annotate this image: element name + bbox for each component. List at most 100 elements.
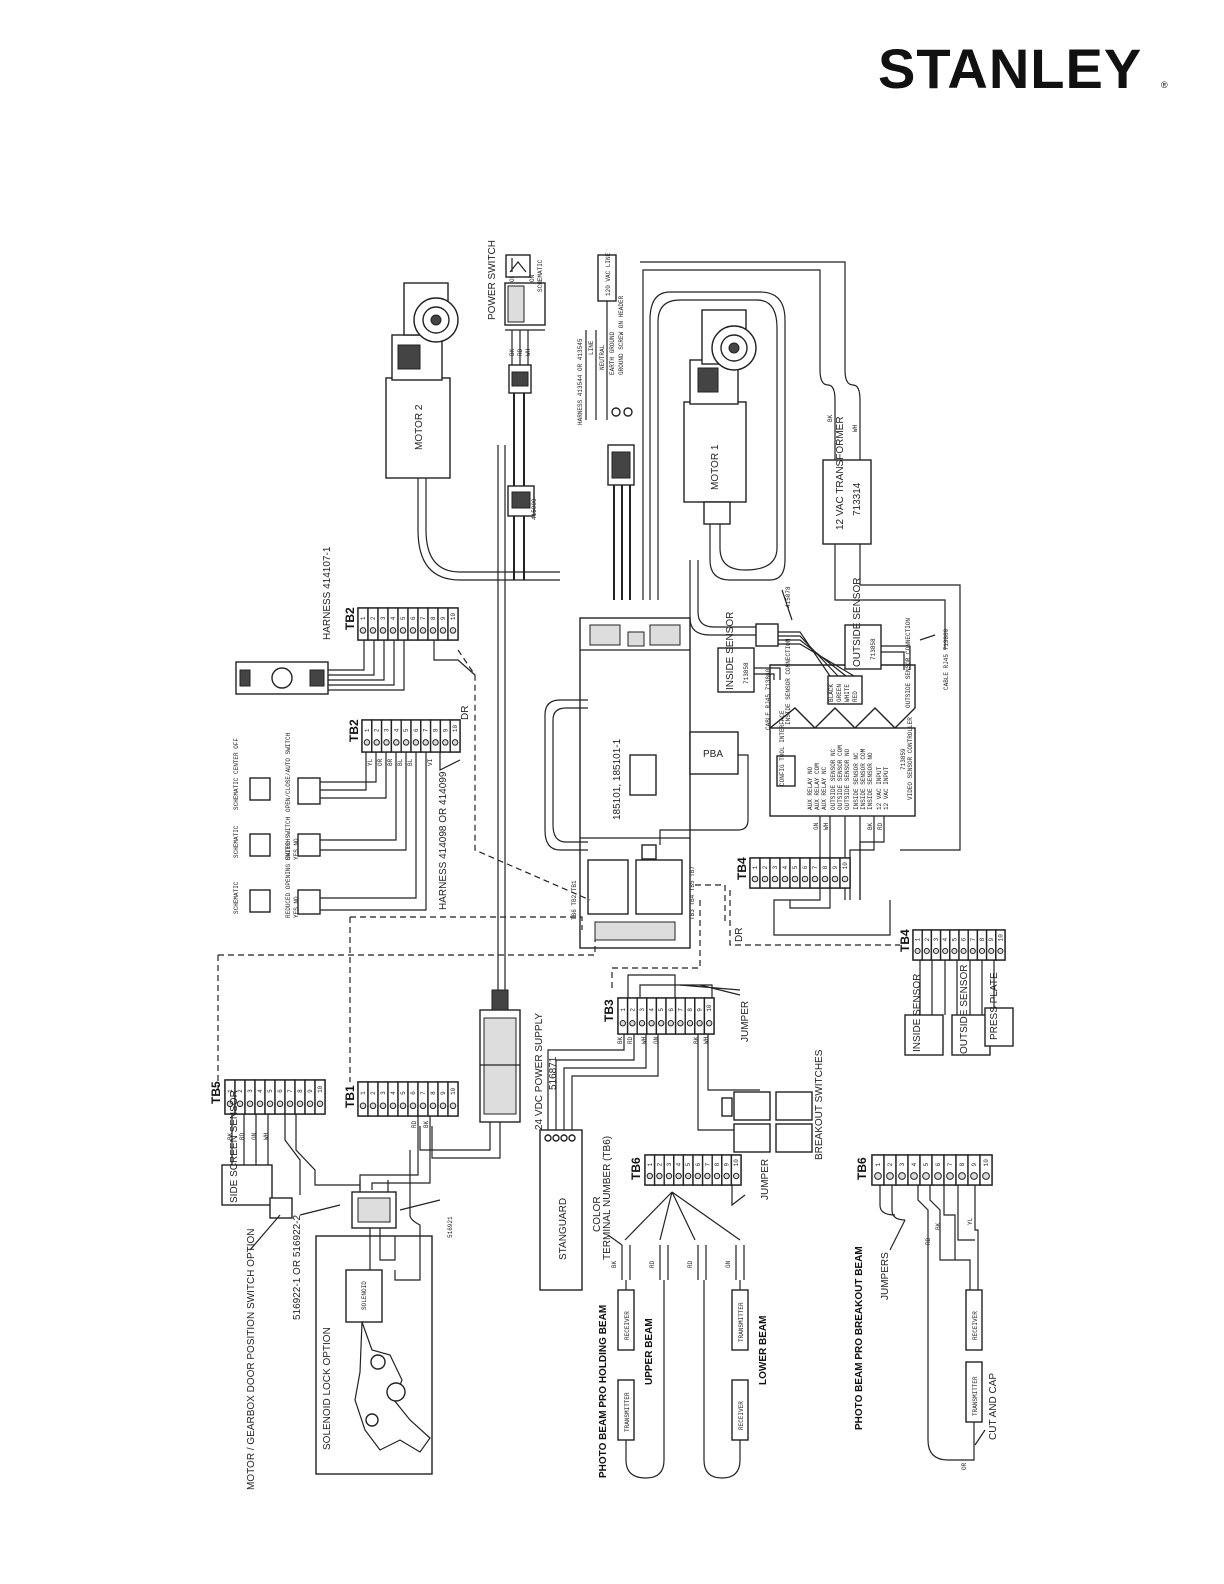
svg-text:RD: RD bbox=[877, 822, 884, 830]
svg-text:CABLE RJ45 713860: CABLE RJ45 713860 bbox=[943, 628, 950, 690]
terminal-screw bbox=[988, 947, 995, 955]
terminal-screw bbox=[811, 875, 819, 883]
terminal-number: 8 bbox=[433, 728, 440, 732]
terminal-screw bbox=[373, 739, 380, 746]
svg-text:SOLENOID LOCK OPTION: SOLENOID LOCK OPTION bbox=[322, 1327, 333, 1450]
svg-text:415078: 415078 bbox=[785, 586, 792, 608]
svg-text:LINE: LINE bbox=[588, 340, 595, 355]
terminal-cell bbox=[749, 857, 761, 889]
terminal-number: 7 bbox=[420, 1091, 427, 1095]
terminal-screw bbox=[402, 739, 410, 746]
terminal-number: 9 bbox=[832, 865, 839, 869]
terminal-screw bbox=[831, 875, 839, 883]
terminal-number: 3 bbox=[247, 1089, 254, 1093]
terminal-number: 8 bbox=[979, 937, 986, 941]
stanley-logo: STANLEY ® bbox=[878, 38, 1168, 98]
terminal-screw bbox=[449, 627, 457, 634]
svg-text:RD: RD bbox=[411, 1120, 418, 1128]
svg-text:RD: RD bbox=[925, 1237, 932, 1245]
terminal-screw bbox=[874, 1172, 882, 1180]
terminal-cell bbox=[427, 1081, 439, 1117]
svg-text:WH: WH bbox=[263, 1132, 270, 1140]
svg-text:UPPER BEAM: UPPER BEAM bbox=[644, 1318, 655, 1385]
terminal-number: 9 bbox=[724, 1162, 731, 1166]
terminal-screw bbox=[383, 739, 390, 746]
svg-text:VIDEO SENSOR CONTROLLER: VIDEO SENSOR CONTROLLER bbox=[907, 717, 914, 800]
terminal-screw bbox=[646, 1172, 653, 1180]
svg-text:YL: YL bbox=[367, 758, 374, 766]
terminal-cell bbox=[410, 719, 422, 753]
terminal-cell bbox=[829, 857, 841, 889]
terminal-number: 9 bbox=[440, 616, 447, 620]
terminal-screw bbox=[667, 1020, 674, 1027]
motor-2-label: MOTOR 2 bbox=[414, 404, 425, 450]
terminal-screw bbox=[841, 875, 849, 883]
svg-text:SCHEMATIC CENTER OFF: SCHEMATIC CENTER OFF bbox=[233, 738, 240, 810]
terminal-screw bbox=[246, 1100, 254, 1108]
stanley-logo-text: STANLEY bbox=[878, 38, 1142, 98]
terminal-screw bbox=[226, 1100, 234, 1108]
svg-text:BL: BL bbox=[397, 758, 404, 766]
svg-text:DR: DR bbox=[460, 706, 471, 720]
terminal-number: 1 bbox=[360, 616, 367, 620]
terminal-number: 8 bbox=[430, 1091, 437, 1095]
svg-text:TB2: TB2 bbox=[343, 607, 357, 630]
terminal-cell bbox=[644, 1154, 656, 1186]
svg-text:AUX RELAY NO: AUX RELAY NO bbox=[807, 766, 814, 810]
terminal-number: 3 bbox=[666, 1162, 673, 1166]
terminal-number: 6 bbox=[668, 1008, 675, 1012]
outside-sensor-label: OUTSIDE SENSOR bbox=[852, 578, 863, 667]
terminal-cell bbox=[955, 1154, 969, 1186]
terminal-number: 1 bbox=[620, 1008, 627, 1012]
terminal-number: 10 bbox=[842, 862, 849, 870]
terminal-screw bbox=[393, 739, 400, 746]
svg-text:713859: 713859 bbox=[900, 748, 907, 770]
terminal-screw bbox=[359, 627, 367, 634]
terminal-number: 2 bbox=[237, 1089, 244, 1093]
terminal-screw bbox=[656, 1172, 663, 1180]
svg-text:VI: VI bbox=[427, 759, 434, 766]
inside-sensor: INSIDE SENSOR 713858 CABLE RJ45 713860 bbox=[717, 612, 781, 730]
terminal-cell bbox=[314, 1079, 326, 1115]
terminal-screw bbox=[419, 627, 427, 634]
svg-text:GN: GN bbox=[251, 1132, 258, 1140]
svg-text:WH: WH bbox=[525, 348, 532, 356]
terminal-cell bbox=[254, 1079, 266, 1115]
terminal-number: 6 bbox=[410, 1091, 417, 1095]
photo-beam-holding: BK RD RD GN RECEIVER TRANSMITTER TRANSMI… bbox=[598, 1234, 769, 1479]
terminal-number: 10 bbox=[450, 1087, 457, 1095]
breakout-switches: BREAKOUT SWITCHES bbox=[721, 1049, 825, 1160]
terminal-number: 5 bbox=[923, 1162, 930, 1166]
terminal-number: 3 bbox=[384, 728, 391, 732]
terminal-cell bbox=[871, 1154, 885, 1186]
terminal-screw bbox=[677, 1020, 684, 1027]
svg-text:RD: RD bbox=[627, 1036, 634, 1044]
svg-text:STANGUARD: STANGUARD bbox=[558, 1198, 569, 1260]
terminal-cell bbox=[919, 1154, 933, 1186]
terminal-number: 7 bbox=[970, 937, 977, 941]
terminal-number: 1 bbox=[647, 1162, 654, 1166]
terminal-cell bbox=[244, 1079, 256, 1115]
terminal-cell bbox=[367, 607, 379, 641]
terminal-cell bbox=[931, 1154, 945, 1186]
terminal-number: 2 bbox=[374, 728, 381, 732]
outside-sensor: OUTSIDE SENSOR 713858 CABLE RJ45 713860 bbox=[844, 578, 950, 690]
svg-text:WH: WH bbox=[852, 424, 859, 432]
terminal-cell bbox=[387, 607, 399, 641]
terminal-cell bbox=[646, 997, 658, 1035]
svg-text:HARNESS 414098 OR 414099: HARNESS 414098 OR 414099 bbox=[438, 771, 449, 910]
terminal-screw bbox=[306, 1100, 314, 1108]
terminal-number: 5 bbox=[792, 865, 799, 869]
terminal-number: 6 bbox=[961, 937, 968, 941]
svg-text:SIDE SCREEN SENSOR: SIDE SCREEN SENSOR bbox=[229, 1090, 240, 1203]
terminal-cell bbox=[703, 997, 715, 1035]
terminal-number: 5 bbox=[400, 616, 407, 620]
terminal-screw bbox=[369, 1102, 377, 1110]
svg-text:BL: BL bbox=[407, 758, 414, 766]
svg-text:CONFIG TOOL INTERFACE: CONFIG TOOL INTERFACE bbox=[779, 710, 786, 786]
terminal-screw bbox=[296, 1100, 304, 1108]
svg-text:OUTSIDE SENSOR CONNECTION: OUTSIDE SENSOR CONNECTION bbox=[905, 618, 912, 708]
svg-text:LOWER BEAM: LOWER BEAM bbox=[758, 1316, 769, 1385]
terminal-cell bbox=[684, 997, 696, 1035]
